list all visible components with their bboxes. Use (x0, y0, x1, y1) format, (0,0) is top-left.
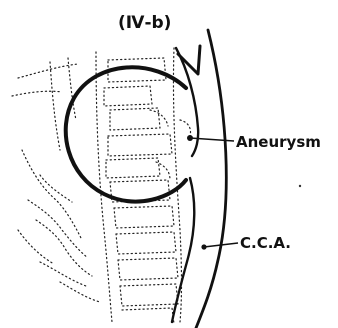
cca-label: C.C.A. (240, 234, 291, 252)
cca-outer-wall (196, 30, 226, 328)
figure-title: (Ⅳ-b) (118, 13, 171, 33)
stray-speck (299, 185, 301, 187)
vertebral-column-dotted-outline (12, 48, 191, 324)
aneurysm-label: Aneurysm (236, 133, 321, 151)
